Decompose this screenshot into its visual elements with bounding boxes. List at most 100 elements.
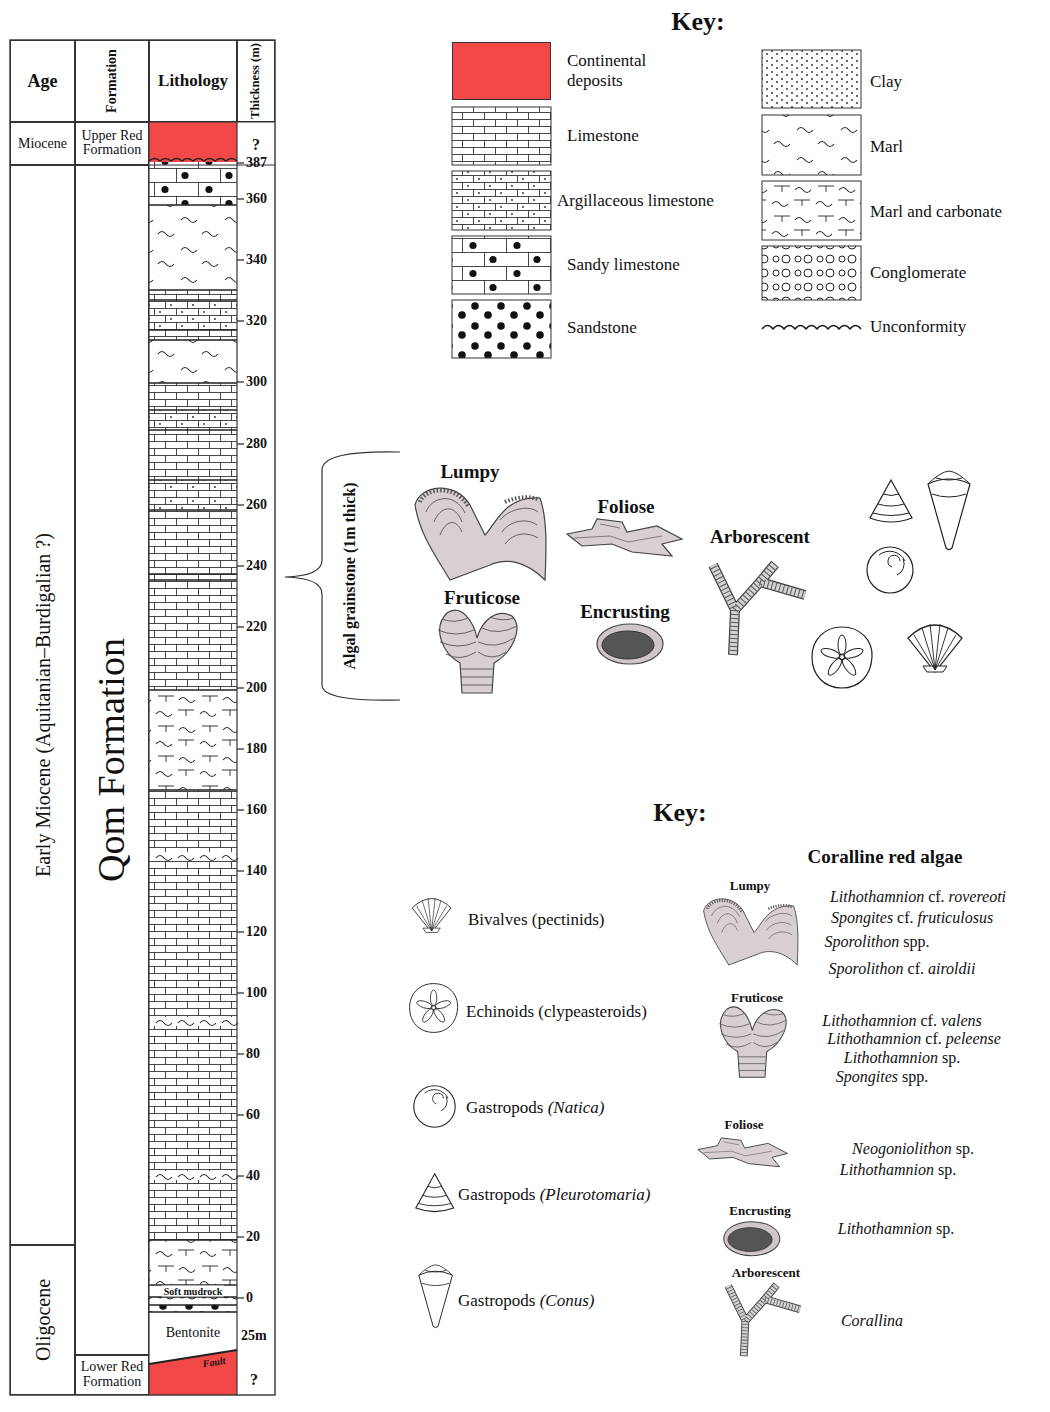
thickness-label: 260 [246,497,267,512]
thickness-label: 300 [246,374,267,389]
cell-text: Thickness (m) [249,43,262,119]
unconformity-sample [762,326,861,330]
thickness-label: 120 [246,924,267,939]
text-label: Foliose [598,497,655,518]
cell-text: Age [13,72,72,91]
thickness-label: 387 [246,155,267,170]
thickness-label: 20 [246,1229,260,1244]
thickness-label: 340 [246,252,267,267]
legend-text: Bivalves (pectinids) [468,910,604,930]
algae-key-pictures [698,899,800,1356]
text-label: Lithothamnion cf. peleense [827,1030,1001,1048]
thickness-label: 40 [246,1168,260,1183]
thickness-label: 0 [246,1290,253,1305]
text-label: Arborescent [732,1266,800,1280]
fossil-icon [414,1086,455,1127]
table-cell: Formation [75,40,149,122]
thickness-label: 25m [241,1328,267,1343]
text-label: Lithothamnion sp. [838,1220,954,1238]
thickness-label: 200 [246,680,267,695]
text-label: Encrusting [580,602,670,623]
pattern-swatch [762,246,861,300]
algae-illustrations [415,488,805,693]
table-cell: Qom Formation [75,165,149,1355]
text-label: Foliose [725,1118,764,1132]
table-cell: Upper Red Formation [75,122,149,165]
cell-text: Lower Red Formation [78,1360,146,1389]
text-label: Arborescent [710,527,810,548]
text-label: Key: [653,799,706,828]
legend-text: Limestone [567,126,639,146]
legend-text: Marl and carbonate [870,202,1002,222]
text-label: Corallina [841,1312,903,1330]
text-label: Key: [671,8,724,37]
pattern-swatch [452,171,551,230]
pattern-swatch [452,236,551,294]
thickness-label: 180 [246,741,267,756]
table-cell: Lower Red Formation [75,1355,149,1395]
text-label: Soft mudrock [162,1286,224,1297]
legend-text: Gastropods (Pleurotomaria) [458,1185,651,1205]
cell-text: Lithology [152,72,234,90]
text-label: Sporolithon spp. [824,933,929,951]
legend-text: Gastropods (Conus) [458,1291,594,1311]
thickness-label: ? [252,136,260,154]
legend-text: Sandy limestone [567,255,680,275]
text-label: Algal grainstone (1m thick) [341,482,359,669]
fossil-icon [412,898,451,933]
cell-text: Oligocene [32,1279,53,1361]
thickness-label: 80 [246,1046,260,1061]
table-cell: Thickness (m) [237,40,275,122]
cell-text: Miocene [13,136,72,151]
text-label: Sporolithon cf. airoldii [829,960,976,978]
text-label: Lithothamnion cf. rovereoti [830,888,1006,906]
table-cell: Early Miocene (Aquitanian–Burdigalian ?) [10,165,75,1245]
thickness-label: 140 [246,863,267,878]
fossil-illustrations [812,471,970,688]
legend-text: Clay [870,72,902,92]
table-cell: Lithology [149,40,237,122]
text-label: Lithothamnion sp. [840,1161,956,1179]
legend-text: Echinoids (clypeasteroids) [466,1002,647,1022]
legend-text: Conglomerate [870,263,966,283]
text-label: Encrusting [729,1204,790,1218]
color-swatch [452,42,551,100]
thickness-label: 320 [246,313,267,328]
text-label: Lumpy [440,462,499,483]
thickness-label: ? [250,1371,258,1389]
text-label: Lumpy [730,879,770,893]
thickness-label: 220 [246,619,267,634]
fossil-icon [410,984,458,1033]
text-label: Neogoniolithon sp. [852,1140,974,1158]
pattern-swatch [762,50,861,108]
table-cell: Age [10,40,75,122]
table-cell: Miocene [10,122,75,165]
fossil-icon [416,1174,454,1212]
legend-text: Gastropods (Natica) [466,1098,604,1118]
pattern-swatch [452,107,551,165]
thickness-label: 360 [246,191,267,206]
cell-text: Qom Formation [92,638,132,882]
legend-text: Continental deposits [567,51,672,90]
legend-text: Sandstone [567,318,637,338]
lithology-column [149,122,238,1395]
thickness-label: 60 [246,1107,260,1122]
thickness-label: 160 [246,802,267,817]
text-label: Spongites cf. fruticulosus [831,909,993,927]
text-label: Lithothamnion cf. valens [822,1012,982,1030]
cell-text: Formation [105,49,120,113]
legend-text: Unconformity [870,317,966,337]
fossil-icon [419,1265,453,1328]
legend-text: Marl [870,137,903,157]
text-label: Spongites spp. [836,1068,928,1086]
text-label: Fruticose [731,991,783,1005]
text-label: Coralline red algae [808,847,963,868]
legend-text: Argillaceous limestone [557,191,714,211]
cell-text: Upper Red Formation [78,129,146,158]
thickness-label: 240 [246,558,267,573]
text-label: Bentonite [164,1325,222,1340]
pattern-swatch [452,300,551,358]
pattern-swatch [762,115,861,175]
pattern-swatch [762,181,861,240]
table-cell: Oligocene [10,1245,75,1395]
